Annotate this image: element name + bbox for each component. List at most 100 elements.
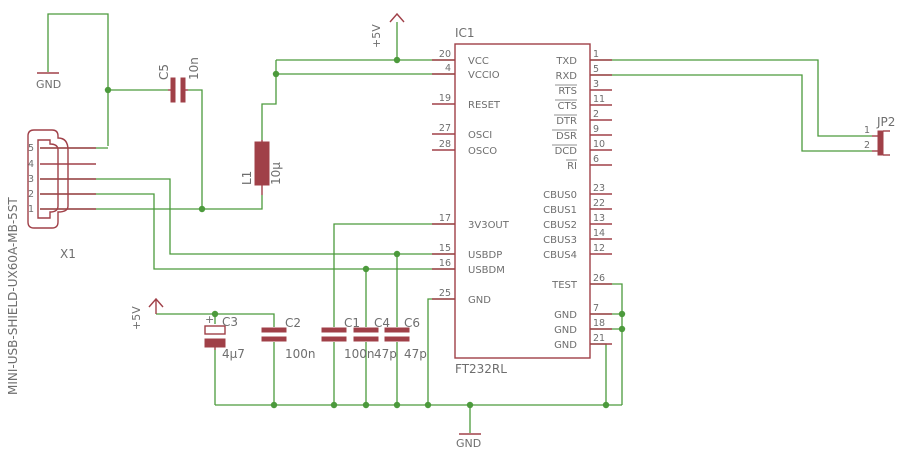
wire-c5-right (188, 89, 203, 209)
c6-name: C6 (404, 316, 420, 330)
ic1-left-pins: 20VCC4VCCIO19RESET27OSCI28OSCO173V3OUT15… (432, 49, 510, 306)
ic1-pin-number: 12 (593, 243, 605, 254)
ic1-pin-number: 15 (439, 243, 451, 254)
junction (618, 310, 626, 318)
ic1-pin-name: CBUS3 (543, 235, 577, 246)
capacitor-c3: + C3 4µ7 (204, 313, 245, 361)
c4-plate (353, 327, 379, 333)
c3-value: 4µ7 (222, 347, 245, 361)
ic1-pin-number: 19 (439, 93, 451, 104)
junction (393, 250, 401, 258)
capacitor-c4: C4 47p (353, 316, 397, 361)
ic1-pin-number: 28 (439, 139, 451, 150)
ic1-pin-number: 2 (593, 109, 599, 120)
ic-ft232rl: IC1 FT232RL 20VCC4VCCIO19RESET27OSCI28OS… (432, 26, 612, 376)
capacitor-c5: C5 10n (157, 57, 201, 103)
ic1-pin-number: 16 (439, 258, 451, 269)
junction (272, 70, 280, 78)
ic1-pin-number: 20 (439, 49, 451, 60)
ic1-pin-name: RXD (556, 71, 578, 82)
ic1-pin-name: VCC (468, 56, 489, 67)
ic1-pin-name: DCD (555, 146, 578, 157)
c2-value: 100n (285, 347, 316, 361)
junction (211, 310, 219, 318)
wire-txd (590, 59, 872, 137)
c6-value: 47p (404, 347, 427, 361)
c2-name: C2 (285, 316, 301, 330)
jp2-name: JP2 (876, 115, 895, 129)
c5-plate (170, 77, 176, 103)
ic1-pin-number: 27 (439, 123, 451, 134)
ic1-pin-name: RTS (558, 86, 577, 97)
junction (393, 56, 401, 64)
ic1-body (454, 43, 591, 359)
ic1-pin-number: 5 (593, 64, 599, 75)
wires (40, 13, 872, 433)
ic1-right-pins: 1TXD5RXD3RTS11CTS2DTR9DSR10DCD6RI23CBUS0… (543, 49, 612, 351)
wire-shield-gnd (47, 13, 109, 146)
ic1-pin-number: 6 (593, 154, 599, 165)
ic1-pin-number: 3 (593, 79, 599, 90)
junction (393, 401, 401, 409)
ic1-pin-name: CBUS1 (543, 205, 577, 216)
c3-plate-neg (204, 338, 226, 348)
ic1-pin-number: 1 (593, 49, 599, 60)
ic1-pin-name: OSCO (468, 146, 497, 157)
gnd-top-label: GND (36, 78, 61, 91)
x1-pin-3: 3 (28, 174, 34, 185)
ic1-pin-name: USBDM (468, 265, 505, 276)
c3-plate-pos (204, 325, 226, 335)
ic1-pin-number: 10 (593, 139, 605, 150)
capacitor-c1: C1 100n (321, 316, 375, 361)
inductor-l1: L1 10µ (240, 140, 283, 195)
ic1-pin-number: 23 (593, 183, 605, 194)
active-low-bars (552, 84, 577, 161)
vcc-symbol-top: +5V (370, 12, 405, 48)
c3-name: C3 (222, 315, 238, 329)
vcc-top-label: +5V (370, 24, 383, 48)
wire-rxd (590, 74, 872, 152)
jp2-pin-2: 2 (864, 140, 870, 151)
c5-plate (180, 77, 186, 103)
c1-plate (321, 336, 347, 342)
ic1-value: FT232RL (455, 362, 507, 376)
ic1-pin-name: GND (554, 325, 577, 336)
ic1-pin-name: 3V3OUT (468, 220, 510, 231)
ic1-pin-number: 18 (593, 318, 605, 329)
wire-l1-vccio (261, 73, 455, 140)
ic1-pin-number: 14 (593, 228, 605, 239)
c1-name: C1 (344, 316, 360, 330)
ic1-pin-number: 21 (593, 333, 605, 344)
x1-value: MINI-USB-SHIELD-UX60A-MB-5ST (6, 197, 20, 395)
capacitor-c2: C2 100n (261, 316, 316, 361)
ic1-pin-number: 9 (593, 124, 599, 135)
ic1-pin-number: 25 (439, 288, 451, 299)
wire-5v-c2 (156, 313, 275, 327)
c4-name: C4 (374, 316, 390, 330)
junction (424, 401, 432, 409)
ic1-pin-name: DSR (556, 131, 577, 142)
junction (618, 325, 626, 333)
ic1-pin-name: GND (554, 340, 577, 351)
c2-plate (261, 336, 287, 342)
ic1-pin-name: CBUS4 (543, 250, 577, 261)
vcc-symbol-left: +5V (130, 297, 164, 330)
c5-name: C5 (157, 64, 171, 80)
vcc-left-label: +5V (130, 306, 143, 330)
ic1-pin-number: 13 (593, 213, 605, 224)
wire-usbdp (40, 178, 455, 255)
ic1-pin-name: CTS (558, 101, 577, 112)
gnd-symbol-bottom: GND (456, 433, 481, 450)
x1-name: X1 (60, 247, 76, 261)
ic1-pin-name: USBDP (468, 250, 502, 261)
c3-plus-sign: + (205, 313, 214, 326)
capacitor-c6: C6 47p (384, 316, 427, 361)
ic1-pin-name: VCCIO (468, 70, 500, 81)
wire-vbus-l1 (40, 195, 263, 210)
ic1-pin-name: TXD (555, 56, 577, 67)
ic1-pin-number: 17 (439, 213, 451, 224)
junction (602, 401, 610, 409)
ic1-pin-number: 22 (593, 198, 605, 209)
gnd-symbol-top: GND (36, 72, 61, 91)
